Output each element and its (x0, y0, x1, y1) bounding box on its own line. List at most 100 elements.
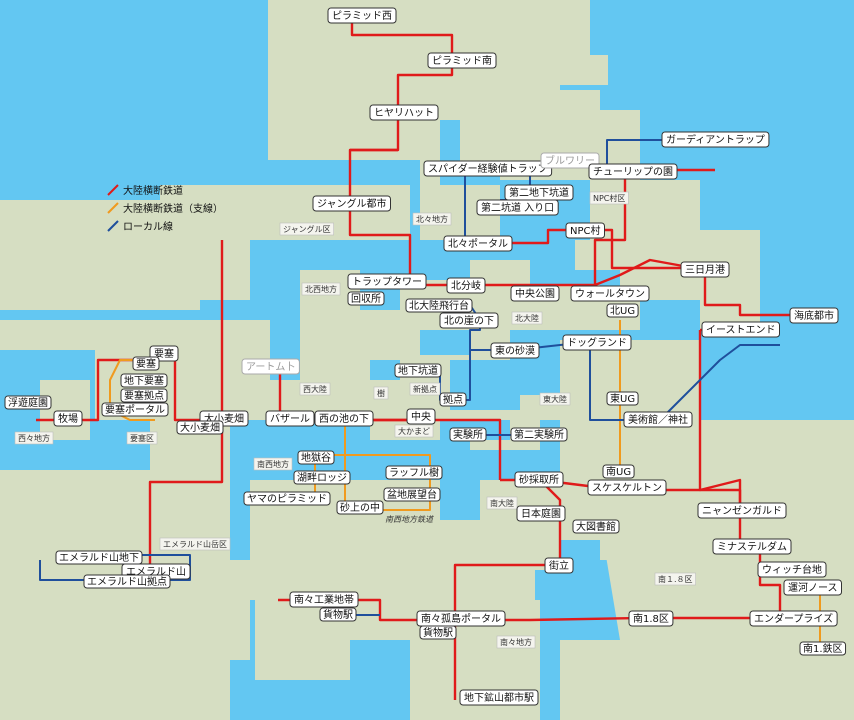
station-label[interactable]: 南々工業地帯 (289, 591, 359, 608)
area-label: エメラルド山岳区 (159, 537, 231, 551)
svg-text:実験所: 実験所 (453, 428, 483, 441)
main-line-north (348, 15, 458, 287)
station-label[interactable]: ラッフル樹 (385, 465, 443, 480)
station-label[interactable]: 要塞拠点 (120, 388, 168, 403)
station-label[interactable]: 西の池の下 (314, 410, 374, 427)
svg-text:エメラルド山岳区: エメラルド山岳区 (163, 539, 227, 549)
station-label[interactable]: 回収所 (347, 291, 385, 306)
station-label[interactable]: 三日月港 (680, 261, 730, 278)
station-label[interactable]: 中央 (406, 408, 436, 425)
svg-text:エメラルド山拠点: エメラルド山拠点 (87, 575, 167, 588)
area-label: 南西地方 (253, 457, 293, 471)
svg-text:ジャングル区: ジャングル区 (283, 224, 331, 234)
station-label[interactable]: 大小麦畑 (176, 420, 224, 435)
station-label[interactable]: トラップタワー (347, 273, 427, 290)
station-label[interactable]: 南々孤島ポータル (416, 610, 506, 627)
station-label[interactable]: スケスケルトン (587, 479, 667, 496)
station-label[interactable]: 貨物駅 (319, 607, 357, 622)
station-label[interactable]: 南1.8区 (628, 610, 674, 627)
svg-text:牧場: 牧場 (58, 412, 78, 425)
svg-text:南西地方鉄道: 南西地方鉄道 (385, 515, 434, 524)
station-label[interactable]: 日本庭園 (516, 505, 566, 522)
station-label[interactable]: ジャングル都市 (312, 195, 391, 212)
station-label[interactable]: NPC村 (565, 222, 605, 239)
station-label[interactable]: ガーディアントラップ (661, 131, 770, 148)
area-label: 西々地方 (14, 431, 54, 445)
station-label[interactable]: バザール (265, 410, 315, 427)
svg-text:北々ポータル: 北々ポータル (448, 238, 508, 250)
station-label[interactable]: ヒヤリハット (369, 104, 439, 121)
station-label[interactable]: 東の砂漠 (490, 342, 540, 359)
station-label[interactable]: エメラルド山拠点 (83, 574, 171, 589)
station-label[interactable]: 美術館／神社 (623, 411, 693, 428)
station-label[interactable]: ピラミッド南 (427, 52, 497, 69)
station-label[interactable]: 南1.鉄区 (799, 641, 847, 656)
station-label[interactable]: 盆地展望台 (383, 487, 441, 502)
station-label[interactable]: 海底都市 (789, 307, 839, 324)
station-label[interactable]: ドッグランド (562, 334, 632, 351)
svg-text:南西地方: 南西地方 (257, 459, 289, 469)
station-label[interactable]: 北々ポータル (443, 235, 513, 252)
station-label[interactable]: エメラルド山地下 (55, 550, 143, 565)
svg-text:運河ノース: 運河ノース (788, 582, 838, 594)
station-label[interactable]: 地下坑道 (394, 363, 442, 378)
svg-text:ウィッチ台地: ウィッチ台地 (762, 563, 822, 576)
station-label[interactable]: ヤマのピラミッド (243, 491, 331, 506)
station-label[interactable]: 砂採取所 (514, 471, 564, 488)
station-label[interactable]: 中央公園 (510, 285, 560, 302)
station-label[interactable]: 湖畔ロッジ (293, 470, 351, 485)
svg-text:チューリップの園: チューリップの園 (593, 166, 673, 178)
station-label[interactable]: 地下要塞 (120, 373, 168, 388)
station-label[interactable]: 実験所 (449, 427, 487, 442)
area-label: 要塞区 (126, 431, 158, 445)
station-label[interactable]: ミナステルダム (712, 538, 792, 555)
station-label[interactable]: 第二実験所 (510, 427, 568, 442)
station-label[interactable]: 要塞 (132, 356, 160, 371)
station-label[interactable]: スパイダー経験値トラップ (423, 160, 553, 177)
station-label[interactable]: 南UG (602, 464, 635, 479)
station-label[interactable]: 貨物駅 (419, 625, 457, 640)
svg-text:NPC村: NPC村 (570, 224, 601, 237)
station-label[interactable]: 地下鉱山都市駅 (459, 689, 539, 706)
station-label[interactable]: 浮遊庭園 (4, 395, 52, 410)
station-label[interactable]: イーストエンド (701, 321, 780, 338)
legend-item-branch: 大陸横断鉄道（支線） (107, 202, 223, 215)
station-label[interactable]: 街立 (544, 557, 574, 574)
station-label[interactable]: チューリップの園 (588, 163, 678, 180)
station-label[interactable]: アートム卜 (241, 358, 300, 375)
station-label[interactable]: 北UG (606, 303, 639, 318)
area-label: ジャングル区 (279, 222, 334, 236)
station-label[interactable]: ウォールタウン (570, 285, 650, 302)
station-label[interactable]: 北分岐 (446, 277, 486, 294)
station-label[interactable]: 拠点 (439, 392, 467, 407)
svg-text:南1.鉄区: 南1.鉄区 (803, 642, 843, 655)
station-label[interactable]: 地獄谷 (297, 450, 335, 465)
station-label[interactable]: 要塞ポータル (101, 402, 169, 417)
svg-text:ピラミッド南: ピラミッド南 (432, 54, 492, 67)
svg-text:盆地展望台: 盆地展望台 (387, 488, 437, 501)
station-label[interactable]: 東UG (606, 391, 639, 406)
svg-text:東の砂漠: 東の砂漠 (495, 344, 535, 357)
svg-text:ブルワリー: ブルワリー (545, 154, 595, 167)
svg-text:西大陸: 西大陸 (303, 384, 327, 394)
station-label[interactable]: ブルワリー (540, 152, 600, 169)
svg-text:大陸横断鉄道: 大陸横断鉄道 (123, 184, 183, 197)
station-label[interactable]: ピラミッド西 (327, 7, 397, 24)
station-label[interactable]: 牧場 (53, 410, 83, 427)
station-label[interactable]: 北大陸飛行台 (405, 298, 473, 313)
land-east-island (700, 420, 854, 470)
station-label[interactable]: 運河ノース (783, 579, 842, 596)
area-label: 南々地方 (496, 635, 536, 649)
svg-text:ウォールタウン: ウォールタウン (575, 288, 645, 300)
station-label[interactable]: 北の崖の下 (439, 312, 499, 329)
station-label[interactable]: 第二地下坑道 (504, 184, 574, 201)
station-label[interactable]: 第二坑道 入り口 (476, 199, 559, 216)
station-label[interactable]: エンダープライズ (749, 610, 838, 627)
station-label[interactable]: 砂上の中 (336, 500, 384, 515)
station-label[interactable]: 大図書館 (572, 519, 620, 534)
svg-text:新拠点: 新拠点 (413, 384, 437, 394)
station-label[interactable]: ニャンゼンガルド (697, 502, 787, 519)
station-label[interactable]: ウィッチ台地 (757, 561, 827, 578)
svg-text:街立: 街立 (549, 559, 569, 572)
svg-text:砂採取所: 砂採取所 (519, 473, 559, 486)
